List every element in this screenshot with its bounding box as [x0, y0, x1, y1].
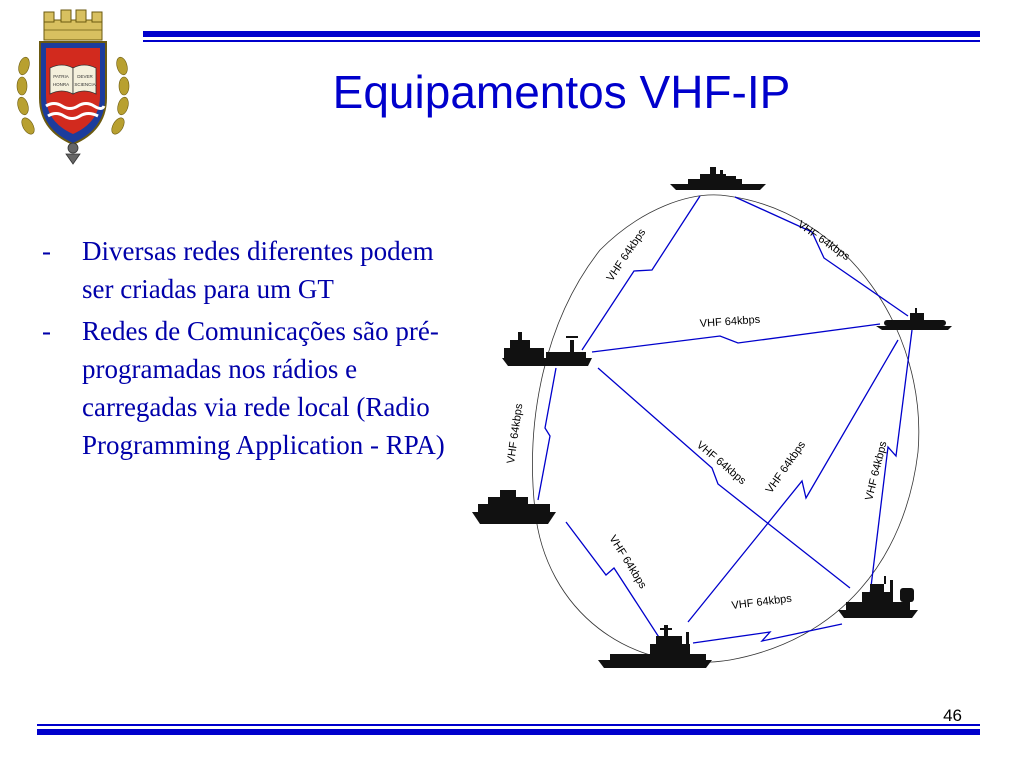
- vhf-link: [734, 196, 909, 317]
- link-label: VHF 64kbps: [764, 439, 809, 496]
- vhf-network-diagram: VHF 64kbps VHF 64kbps VHF 64kbps VHF 64k…: [472, 167, 952, 668]
- open-book-icon: PATRIA HONRA DEVER SCIENCIA: [49, 64, 97, 95]
- bullet-marker: -: [42, 236, 51, 266]
- vhf-link: [869, 329, 913, 596]
- vhf-link: [692, 623, 843, 644]
- link-label: VHF 64kbps: [605, 226, 649, 283]
- bullet-text: Redes de Comunicações são pré-programada…: [82, 316, 445, 460]
- bullet-text: Diversas redes diferentes podem ser cria…: [82, 236, 434, 304]
- vhf-link: [687, 339, 899, 623]
- crest-book-word: SCIENCIA: [74, 82, 95, 87]
- link-label: VHF 64kbps: [606, 533, 649, 591]
- crest-book-word: HONRA: [53, 82, 69, 87]
- naval-school-crest-icon: PATRIA HONRA DEVER SCIENCIA: [16, 9, 130, 165]
- bullet-item: - Diversas redes diferentes podem ser cr…: [40, 232, 465, 308]
- link-label: VHF 64kbps: [731, 593, 793, 612]
- anchor-pendant-icon: [65, 142, 81, 165]
- vhf-link: [537, 367, 557, 501]
- crest-book-word: DEVER: [77, 74, 93, 79]
- header-rule-thin: [143, 40, 980, 42]
- vhf-link: [565, 521, 665, 646]
- vhf-link: [591, 323, 881, 353]
- tug-ship-icon: [502, 332, 592, 366]
- network-ring: [532, 194, 920, 663]
- vhf-link: [581, 195, 701, 351]
- vhf-links: [537, 195, 913, 646]
- slide-title: Equipamentos VHF-IP: [332, 66, 791, 118]
- crest-book-word: PATRIA: [53, 74, 69, 79]
- mural-crown: [43, 9, 103, 41]
- bullet-marker: -: [42, 316, 51, 346]
- research-ship-icon: [598, 625, 712, 668]
- page-number: 46: [943, 706, 962, 725]
- link-label: VHF 64kbps: [694, 439, 748, 487]
- survey-ship-icon: [838, 576, 918, 618]
- footer-rule-thin: [37, 724, 980, 726]
- vhf-link: [597, 367, 851, 589]
- laurel-wreath: [16, 56, 130, 135]
- footer-rule-thick: [37, 729, 980, 735]
- link-label: VHF 64kbps: [505, 402, 525, 464]
- submarine-ship-icon: [876, 308, 952, 330]
- patrol-ship-icon: [472, 490, 556, 524]
- link-label: VHF 64kbps: [699, 314, 761, 330]
- header-rule-thick: [143, 31, 980, 37]
- frigate-ship-icon: [670, 167, 766, 190]
- bullet-item: - Redes de Comunicações são pré-programa…: [40, 312, 465, 464]
- bullet-list: - Diversas redes diferentes podem ser cr…: [40, 232, 465, 468]
